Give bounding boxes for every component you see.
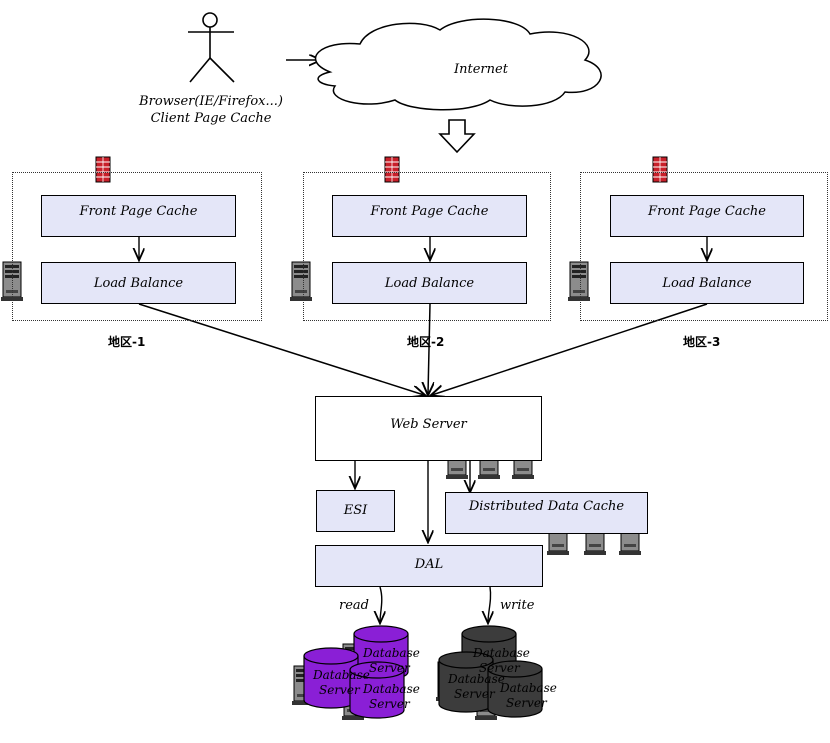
region-1 <box>12 172 262 321</box>
load-balance-1-label: Load Balance <box>93 276 184 291</box>
database-label-word2: Server <box>369 661 410 675</box>
front-page-cache-3-label: Front Page Cache <box>648 204 766 219</box>
region2-to-webserver <box>428 303 430 394</box>
user-icon <box>188 12 235 83</box>
esi-box: ESI <box>316 490 395 532</box>
load-balance-3: Load Balance <box>610 262 804 304</box>
distributed-data-cache: Distributed Data Cache <box>445 492 648 534</box>
region-1-label: 地区-1 <box>108 335 146 349</box>
database-label-word1: Database <box>473 646 530 660</box>
database-icon <box>349 661 405 719</box>
front-page-cache-1-label: Front Page Cache <box>79 204 198 219</box>
server-icon <box>568 261 590 301</box>
database-label-word1: Database <box>448 672 505 686</box>
read-label: read <box>339 598 369 613</box>
load-balance-1: Load Balance <box>41 262 236 304</box>
database-icon <box>303 647 359 709</box>
database-label-word2: Server <box>454 687 495 701</box>
front-page-cache-2-label: Front Page Cache <box>370 204 489 219</box>
database-label-word1: Database <box>500 681 557 695</box>
database-icon <box>487 660 543 718</box>
database-label-word2: Server <box>479 661 520 675</box>
database-label-word2: Server <box>369 697 410 711</box>
server-icon <box>290 261 312 301</box>
write-label: write <box>500 598 535 613</box>
ddc-label: Distributed Data Cache <box>468 499 625 514</box>
region-3-label: 地区-3 <box>683 335 721 349</box>
region1-to-webserver <box>138 303 424 395</box>
cloud-icon <box>314 18 602 111</box>
load-balance-2: Load Balance <box>332 262 527 304</box>
client-label-line2: Client Page Cache <box>150 111 272 126</box>
database-label-word2: Server <box>319 683 360 697</box>
database-label-word1: Database <box>363 646 420 660</box>
front-page-cache-1: Front Page Cache <box>41 195 236 237</box>
load-balance-2-label: Load Balance <box>384 276 475 291</box>
front-page-cache-3: Front Page Cache <box>610 195 804 237</box>
dal-label: DAL <box>414 557 444 572</box>
web-server: Web Server <box>315 396 542 461</box>
dal-box: DAL <box>315 545 543 587</box>
region3-to-webserver <box>432 303 708 395</box>
web-server-label: Web Server <box>390 417 467 432</box>
internet-label: Internet <box>454 62 508 77</box>
database-label-word2: Server <box>506 696 547 710</box>
client-label: Browser(IE/Firefox...) Client Page Cache <box>136 93 286 127</box>
firewall-icon <box>384 156 400 183</box>
database-label-word1: Database <box>363 682 420 696</box>
region-3 <box>580 172 828 321</box>
database-label-word1: Database <box>313 668 370 682</box>
region-2 <box>303 172 551 321</box>
firewall-icon <box>95 156 111 183</box>
esi-label: ESI <box>343 503 368 518</box>
load-balance-3-label: Load Balance <box>662 276 752 291</box>
front-page-cache-2: Front Page Cache <box>332 195 527 237</box>
region-2-label: 地区-2 <box>407 335 445 349</box>
client-label-line1: Browser(IE/Firefox...) <box>139 94 283 109</box>
arrow-down-icon <box>438 119 476 154</box>
